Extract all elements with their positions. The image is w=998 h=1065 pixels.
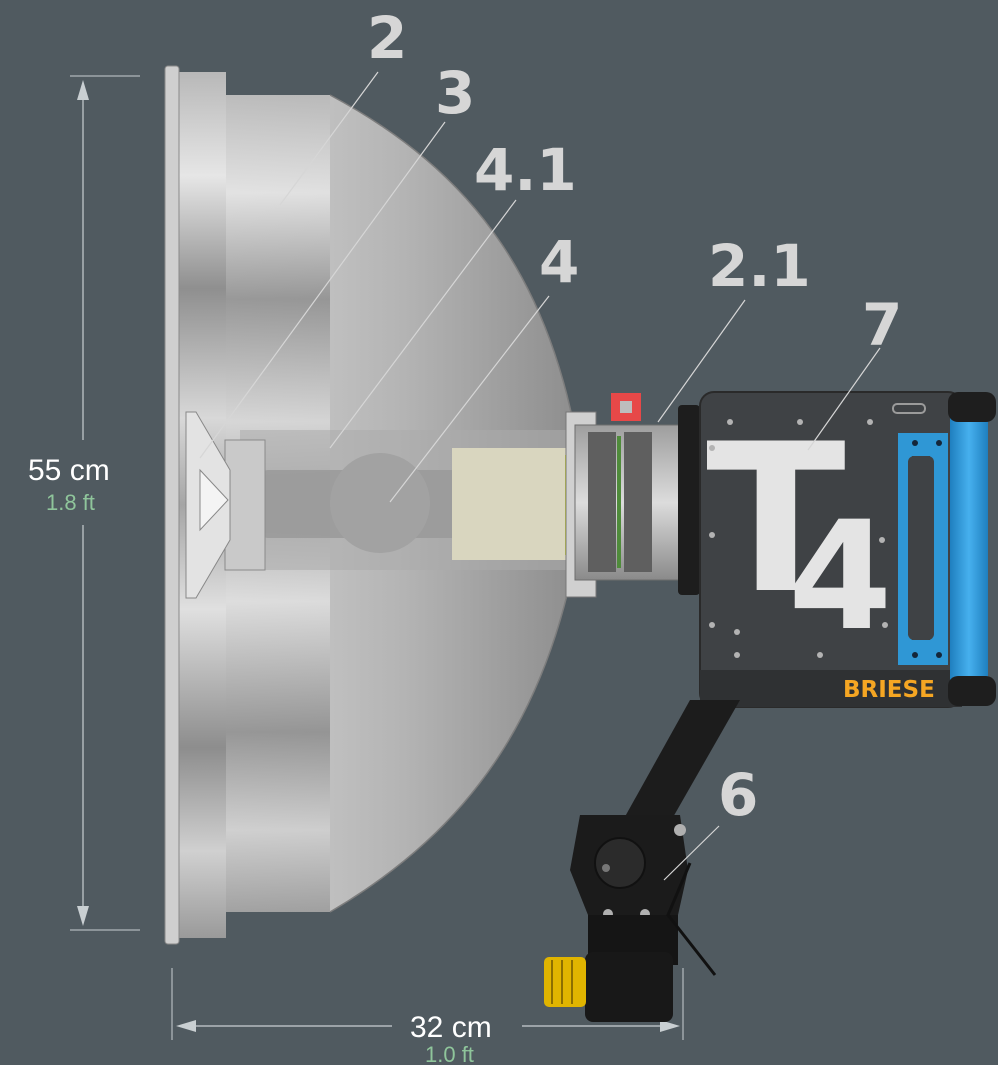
- callout-4: 4: [539, 228, 579, 296]
- leader-lines: [199, 71, 881, 881]
- height-label-cm: 55 cm: [28, 454, 110, 487]
- arrow-right-icon: [660, 1020, 680, 1032]
- lock-knob[interactable]: [544, 957, 586, 1007]
- callout-3: 3: [435, 59, 475, 127]
- panel-screws: [709, 419, 888, 658]
- arrow-down-icon: [77, 906, 89, 926]
- callout-6: 6: [718, 761, 758, 829]
- tilt-knob[interactable]: [594, 837, 646, 889]
- head-mark-number: 4: [788, 490, 892, 664]
- bulb: [330, 453, 430, 553]
- depth-dimension: [171, 968, 684, 1040]
- arrow-left-icon: [176, 1020, 196, 1032]
- callout-2-1: 2.1: [708, 232, 811, 300]
- focus-mechanism: [565, 393, 700, 598]
- lamp-socket: [452, 448, 567, 560]
- callout-4-1: 4.1: [474, 136, 577, 204]
- side-handle[interactable]: [950, 410, 988, 690]
- callout-labels: 2 3 4.1 4 2.1 7 6: [367, 4, 902, 829]
- depth-label-ft: 1.0 ft: [425, 1042, 474, 1065]
- mount-yoke: [544, 700, 740, 1022]
- height-dimension: [70, 75, 140, 931]
- lamp-head: T 4 BRIESE: [699, 391, 996, 708]
- height-label-ft: 1.8 ft: [46, 490, 95, 515]
- brand-logo: BRIESE: [843, 677, 935, 703]
- head-mark-letter: T: [706, 401, 846, 639]
- arrow-up-icon: [77, 80, 89, 100]
- depth-label-cm: 32 cm: [410, 1011, 492, 1044]
- lamp-assembly: [185, 411, 580, 599]
- callout-2: 2: [367, 4, 407, 72]
- callout-7: 7: [862, 291, 902, 359]
